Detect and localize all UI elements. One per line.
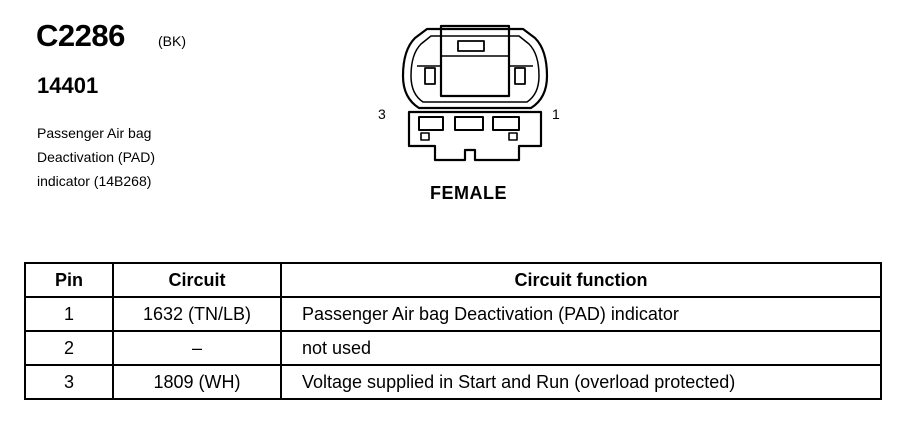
table-row: 1 1632 (TN/LB) Passenger Air bag Deactiv… bbox=[24, 296, 882, 332]
header-pin: Pin bbox=[24, 262, 114, 298]
description-line: Deactivation (PAD) bbox=[37, 149, 156, 165]
terminal-body bbox=[407, 110, 543, 162]
connector-shroud-inner bbox=[410, 35, 540, 103]
part-number: 14401 bbox=[37, 73, 99, 98]
cavity-2 bbox=[454, 116, 484, 131]
description-line: Passenger Air bag bbox=[37, 125, 152, 141]
latch-tower bbox=[439, 24, 511, 98]
function-cell: not used bbox=[280, 330, 882, 366]
color-code: (BK) bbox=[158, 33, 186, 49]
header-circuit: Circuit bbox=[112, 262, 282, 298]
pin-1-label: 1 bbox=[552, 106, 560, 122]
connector-gender: FEMALE bbox=[430, 183, 507, 203]
table-row: 3 1809 (WH) Voltage supplied in Start an… bbox=[24, 364, 882, 400]
cavity-3 bbox=[418, 116, 444, 131]
circuit-cell: 1809 (WH) bbox=[112, 364, 282, 400]
header-circuit-function: Circuit function bbox=[280, 262, 882, 298]
table-header-row: Pin Circuit Circuit function bbox=[24, 262, 882, 298]
component-description: Passenger Air bag Deactivation (PAD) ind… bbox=[37, 121, 237, 193]
pin-cell: 1 bbox=[24, 296, 114, 332]
lock-nub-left bbox=[424, 67, 436, 85]
pin-cell: 3 bbox=[24, 364, 114, 400]
connector-id: C2286 bbox=[36, 18, 125, 53]
table-row: 2 – not used bbox=[24, 330, 882, 366]
lock-nub-right bbox=[514, 67, 526, 85]
pin-cell: 2 bbox=[24, 330, 114, 366]
function-cell: Passenger Air bag Deactivation (PAD) ind… bbox=[280, 296, 882, 332]
connector-shroud bbox=[401, 27, 549, 110]
circuit-cell: 1632 (TN/LB) bbox=[112, 296, 282, 332]
connector-face-diagram bbox=[401, 24, 549, 162]
function-cell: Voltage supplied in Start and Run (overl… bbox=[280, 364, 882, 400]
circuit-cell: – bbox=[112, 330, 282, 366]
pin-3-label: 3 bbox=[378, 106, 386, 122]
latch-tab bbox=[457, 40, 485, 52]
description-line: indicator (14B268) bbox=[37, 173, 152, 189]
pinout-table: Pin Circuit Circuit function 1 1632 (TN/… bbox=[24, 262, 882, 400]
cavity-1 bbox=[492, 116, 520, 131]
